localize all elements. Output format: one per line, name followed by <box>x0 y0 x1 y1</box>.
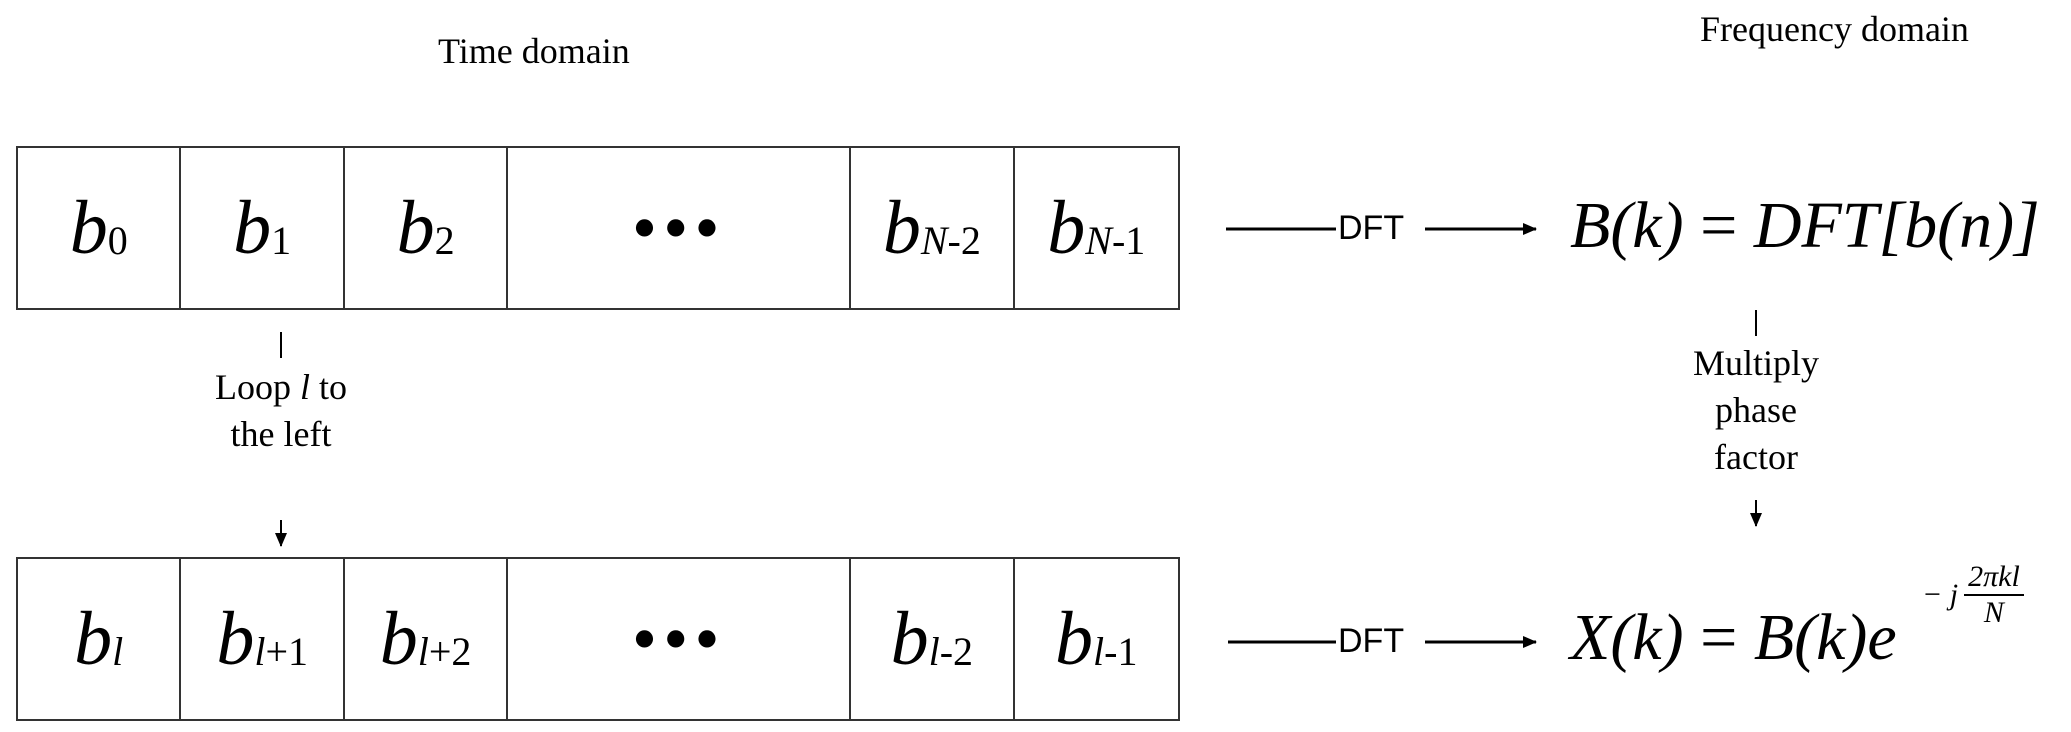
symbol: b <box>1047 186 1086 270</box>
loop-caption-line2: the left <box>230 413 332 454</box>
eq2-exponent: − j 2πkl N <box>1922 560 2024 630</box>
symbol: b <box>1055 597 1094 681</box>
subscript: 2 <box>434 217 455 263</box>
eq1-equals: = <box>1683 189 1754 262</box>
symbol: b <box>890 597 929 681</box>
eq2-lhs: X(k) <box>1570 601 1684 674</box>
symbol: b <box>216 597 255 681</box>
equation-phase: X(k) = B(k)e <box>1570 600 1897 676</box>
dft-label-top: DFT <box>1338 209 1405 247</box>
equation-dft: B(k) = DFT[b(n)] <box>1570 188 2040 264</box>
eq2-exp-num: 2πkl <box>1964 560 2024 596</box>
subscript: 1 <box>271 217 292 263</box>
eq2-exp-fraction: 2πkl N <box>1964 560 2024 630</box>
subscript: l-1 <box>1093 628 1138 674</box>
subscript: N-2 <box>920 217 981 263</box>
symbol: b <box>69 186 108 270</box>
subscript: l+2 <box>417 628 472 674</box>
subscript: l-2 <box>928 628 974 674</box>
eq1-lhs: B(k) <box>1570 189 1684 262</box>
phase-caption-line2: phase <box>1715 389 1797 430</box>
ellipsis-cell: ••• <box>508 148 852 308</box>
subscript: N-1 <box>1085 217 1146 263</box>
symbol: b <box>233 186 272 270</box>
frequency-domain-header: Frequency domain <box>1700 9 1969 49</box>
dft-label-bottom: DFT <box>1338 622 1405 660</box>
eq2-exp-den: N <box>1983 596 2004 629</box>
subscript: l+1 <box>254 628 308 674</box>
ellipsis: ••• <box>631 598 726 679</box>
loop-caption-line1: Loop l to <box>214 367 348 407</box>
time-domain-header: Time domain <box>438 31 630 71</box>
phase-caption-line3: factor <box>1714 436 1798 477</box>
subscript: 0 <box>107 217 128 263</box>
phase-caption-line1: Multiply <box>1692 343 1820 383</box>
symbol: b <box>396 186 435 270</box>
eq1-arg: [b(n)] <box>1878 189 2040 262</box>
ellipsis-cell: ••• <box>508 559 852 719</box>
eq2-equals: = <box>1683 601 1754 674</box>
eq1-fn: DFT <box>1753 189 1879 262</box>
eq2-exp-prefix: − j <box>1922 578 1959 611</box>
symbol: b <box>74 597 113 681</box>
eq2-rhs: B(k)e <box>1753 601 1897 674</box>
loop-caption: Loop l to the left <box>186 364 376 458</box>
symbol: b <box>379 597 418 681</box>
symbol: b <box>882 186 921 270</box>
phase-caption: Multiply phase factor <box>1656 340 1856 480</box>
subscript: l <box>112 628 124 674</box>
ellipsis: ••• <box>631 187 726 268</box>
